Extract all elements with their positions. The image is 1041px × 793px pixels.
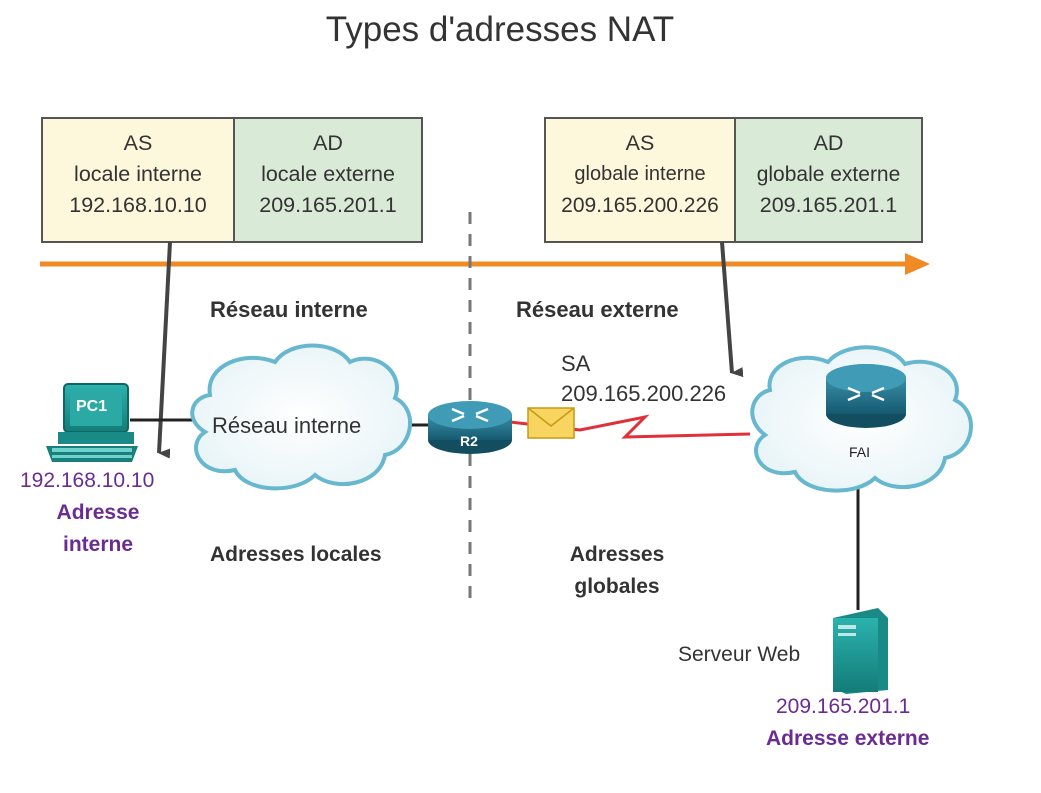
web-server-icon xyxy=(833,608,888,694)
right-ad-type: globale externe xyxy=(756,163,901,186)
right-as-text: AS globale interne 209.165.200.226 xyxy=(545,118,735,221)
left-ad-head: AD xyxy=(313,131,343,155)
left-ad-address: 209.165.201.1 xyxy=(259,193,397,217)
web-server-label: Serveur Web xyxy=(678,643,801,666)
router-r2-icon xyxy=(428,401,512,454)
right-as-type: globale interne xyxy=(574,163,706,185)
diagram-title: Types d'adresses NAT xyxy=(325,10,675,49)
right-ad-cell xyxy=(734,117,923,243)
router-isp-icon xyxy=(826,364,906,428)
internal-network-label: Réseau interne xyxy=(210,297,368,322)
router-r2-label: R2 xyxy=(460,433,478,449)
translation-arrowhead xyxy=(905,253,930,275)
left-as-text: AS locale interne 192.168.10.10 xyxy=(42,118,234,221)
left-ad-cell xyxy=(233,117,423,243)
pc-address: 192.168.10.10 xyxy=(20,469,155,492)
pc-address-caption-1: Adresse xyxy=(56,501,140,524)
left-as-cell xyxy=(41,117,235,243)
right-as-address: 209.165.200.226 xyxy=(561,194,719,217)
pc1-label: PC1 xyxy=(76,398,108,415)
right-as-cell xyxy=(544,117,736,243)
pc-address-caption-2: interne xyxy=(62,533,133,556)
left-as-address: 192.168.10.10 xyxy=(69,193,207,217)
left-as-head: AS xyxy=(123,131,153,155)
sa-label: SA xyxy=(561,351,591,376)
global-addresses-label-2: globales xyxy=(574,575,660,598)
packet-envelope-icon xyxy=(527,407,575,439)
right-ad-text: AD globale externe 209.165.201.1 xyxy=(735,118,922,221)
internal-cloud-label: Réseau interne xyxy=(212,413,362,438)
right-as-head: AS xyxy=(625,131,655,155)
server-address: 209.165.201.1 xyxy=(776,695,911,718)
external-network-label: Réseau externe xyxy=(516,297,679,322)
local-addresses-label: Adresses locales xyxy=(210,543,382,566)
left-ad-text: AD locale externe 209.165.201.1 xyxy=(234,118,422,221)
internal-cloud-shape xyxy=(190,343,413,491)
left-as-type: locale interne xyxy=(74,162,202,186)
pc-address-arrow xyxy=(157,241,172,459)
isp-label: FAI xyxy=(849,444,871,460)
right-ad-head: AD xyxy=(813,131,844,155)
sa-address: 209.165.200.226 xyxy=(561,381,727,406)
pc1-icon xyxy=(46,383,138,462)
global-addresses-label-1: Adresses xyxy=(569,543,665,566)
isp-address-arrow xyxy=(720,241,744,378)
server-address-caption: Adresse externe xyxy=(766,727,930,750)
left-ad-type: locale externe xyxy=(261,162,395,186)
right-ad-address: 209.165.201.1 xyxy=(759,193,898,217)
